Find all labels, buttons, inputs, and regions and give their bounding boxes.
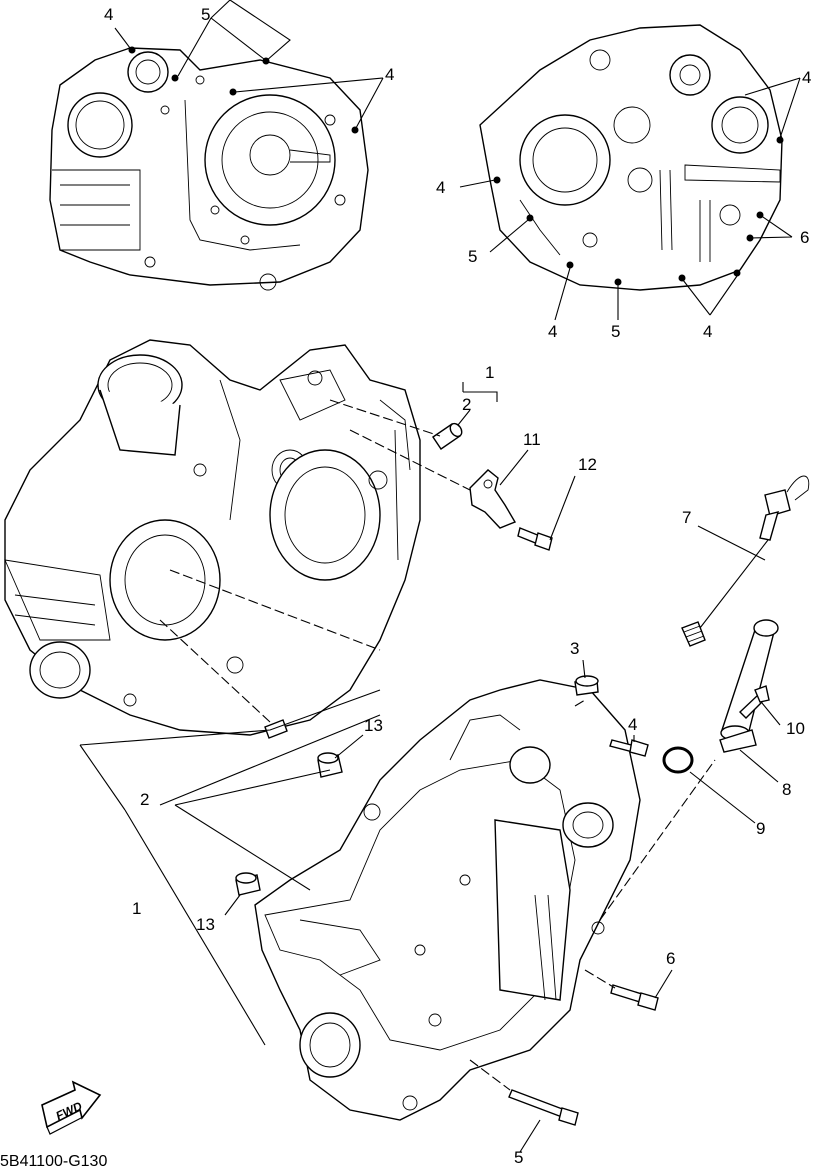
callout-9: 9 (756, 819, 765, 838)
callout-10: 10 (786, 719, 805, 738)
callout-5-inset-left: 5 (201, 5, 210, 24)
callout-2-left: 2 (140, 790, 149, 809)
bolt-12 (517, 527, 553, 551)
bolt-4-main (609, 739, 649, 757)
callout-7: 7 (682, 508, 691, 527)
callout-5-main: 5 (514, 1148, 523, 1167)
callout-1-top: 1 (485, 363, 494, 382)
callout-6-main: 6 (666, 949, 675, 968)
crankcase-right-half (254, 679, 641, 1121)
inset-left-crankcase-view: 4 5 4 (49, 0, 394, 291)
diagram-code: 5B41100-G130 (0, 1153, 107, 1167)
dowel-pin-3 (574, 675, 599, 696)
inset-right-crankcase-view: 4 4 6 5 4 5 4 (436, 24, 811, 341)
callout-4-inset-right-d: 4 (703, 322, 712, 341)
callout-4-inset-left-a: 4 (104, 5, 113, 24)
callout-1-left: 1 (132, 899, 141, 918)
callout-6-inset-right: 6 (800, 228, 809, 247)
bracket-11 (469, 469, 517, 529)
callout-4-inset-right-b: 4 (436, 178, 445, 197)
dowel-pin-13-lower (235, 872, 261, 896)
dowel-pin-13-upper (317, 752, 343, 778)
callout-4-inset-right-c: 4 (548, 322, 557, 341)
callout-5-inset-right-a: 5 (468, 247, 477, 266)
callout-8: 8 (782, 780, 791, 799)
dowel-pin-2-lower (264, 719, 288, 739)
bolt-10 (738, 685, 770, 719)
callout-4-main: 4 (628, 715, 637, 734)
leader-lines-main (79, 382, 781, 1153)
callout-4-inset-left-b: 4 (385, 65, 394, 84)
forward-direction-arrow-icon: FWD (41, 1080, 102, 1135)
oil-filler-tube-8 (719, 619, 779, 753)
o-ring-9 (662, 746, 694, 774)
callout-3: 3 (570, 639, 579, 658)
dipstick-7 (681, 475, 810, 647)
bolt-6 (610, 984, 659, 1011)
crankcase-left-half (4, 339, 421, 736)
callout-11: 11 (523, 430, 541, 449)
callout-13-upper: 13 (364, 716, 383, 735)
callout-12: 12 (578, 455, 597, 474)
callout-4-inset-right-a: 4 (802, 68, 811, 87)
dowel-pin-2-top (432, 422, 463, 450)
bolt-5-main (508, 1089, 579, 1126)
callout-5-inset-right-b: 5 (611, 322, 620, 341)
callout-13-lower: 13 (196, 915, 215, 934)
callout-2-top: 2 (462, 395, 471, 414)
